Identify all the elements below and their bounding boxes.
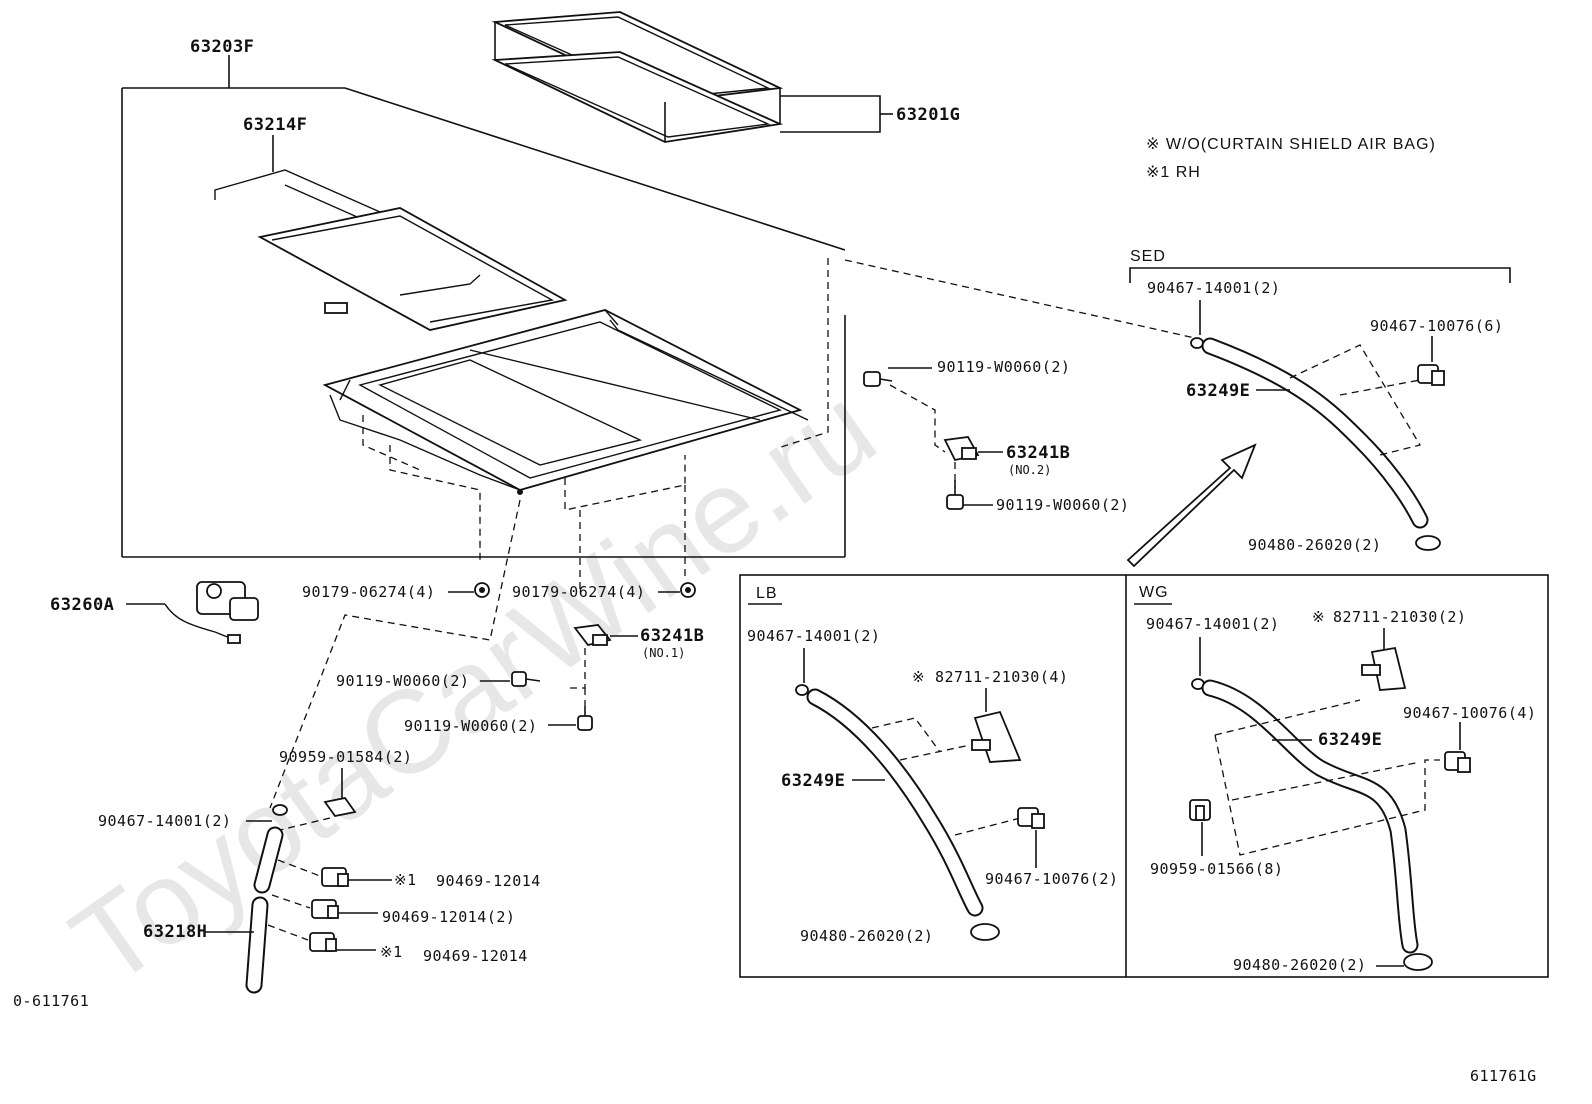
- clip-90959-01584: [323, 797, 357, 817]
- label-wg-90959-01566: 90959-01566(8): [1150, 860, 1283, 878]
- guide-sed: [1289, 344, 1422, 456]
- bolt-90119-d: [577, 706, 593, 731]
- sed-bracket: [1129, 267, 1511, 283]
- hose-clip-guides: [267, 859, 321, 941]
- grommet-sed-90480: [1415, 535, 1441, 551]
- sunroof-frame: [322, 309, 809, 495]
- label-90179-b: 90179-06274(4): [512, 583, 645, 601]
- label-63260A: 63260A: [50, 595, 114, 615]
- drain-hose-63218H: [245, 826, 284, 994]
- leader-63201G: [780, 95, 893, 133]
- label-90469-b: 90469-12014(2): [382, 908, 515, 926]
- guide-sed-b: [1339, 379, 1421, 396]
- label-90119-b: 90119-W0060(2): [996, 496, 1129, 514]
- note-rh: ※1 RH: [1146, 164, 1201, 181]
- label-lb-90467-14001: 90467-14001(2): [747, 627, 880, 645]
- mark-90469-c: ※1: [380, 943, 403, 961]
- clamp-90467-14001-left: [272, 804, 288, 816]
- clamp-lb-90467-14001: [795, 684, 809, 696]
- label-wg-82711: 82711-21030(2): [1333, 608, 1466, 626]
- clip-90469-c: [309, 932, 337, 952]
- drain-hose-lb-63249E: [806, 688, 984, 917]
- clip-90469-b: [311, 899, 339, 919]
- label-63201G: 63201G: [896, 105, 960, 125]
- label-90119-c: 90119-W0060(2): [336, 672, 469, 690]
- label-90179-a: 90179-06274(4): [302, 583, 435, 601]
- label-63214F: 63214F: [243, 115, 307, 135]
- sunroof-glass-panel: [491, 11, 784, 143]
- grommet-lb-90480: [970, 923, 1000, 941]
- mark-lb-82711: ※: [912, 668, 925, 686]
- guide-lb-a: [871, 717, 941, 753]
- label-90469-c: 90469-12014: [423, 947, 528, 965]
- bolt-90119-c: [511, 671, 541, 687]
- guide-lb-c: [954, 817, 1021, 836]
- sunshade-panel: [214, 169, 568, 331]
- guide-no2: [889, 384, 946, 453]
- bolt-90119-b: [946, 480, 964, 510]
- label-lb-90480: 90480-26020(2): [800, 927, 933, 945]
- label-no1: (NO.1): [642, 646, 685, 660]
- drain-hose-sed-63249E: [1201, 337, 1429, 529]
- section-sed: SED: [1130, 248, 1166, 265]
- clip-90469-a: [321, 867, 349, 887]
- nut-90179-b: [680, 582, 696, 598]
- label-90119-d: 90119-W0060(2): [404, 717, 537, 735]
- label-wg-63249E: 63249E: [1318, 730, 1382, 750]
- clip-lb-82711: [971, 710, 1022, 763]
- label-sed-63249E: 63249E: [1186, 381, 1250, 401]
- guide-90959: [279, 817, 331, 831]
- ref-code: 0-611761: [13, 992, 89, 1010]
- label-no2: (NO.2): [1008, 463, 1051, 477]
- lb-wg-box: [739, 574, 1549, 978]
- clip-wg-82711: [1361, 646, 1407, 691]
- label-63241B-no1: 63241B: [640, 626, 704, 646]
- clip-lb-90467-10076: [1017, 807, 1045, 829]
- section-wg: WG: [1139, 584, 1169, 601]
- label-lb-63249E: 63249E: [781, 771, 845, 791]
- nut-90179-a: [474, 582, 490, 598]
- label-lb-82711: 82711-21030(4): [935, 668, 1068, 686]
- note-curtain-airbag: ※ W/O(CURTAIN SHIELD AIR BAG): [1146, 136, 1436, 153]
- label-90119-a: 90119-W0060(2): [937, 358, 1070, 376]
- mark-wg-82711: ※: [1312, 608, 1325, 626]
- drain-hose-wg-63249E: [1201, 679, 1419, 954]
- label-63241B-no2: 63241B: [1006, 443, 1070, 463]
- bracket-63241B-no2: [943, 436, 980, 462]
- arrow-to-sed: [1126, 443, 1257, 568]
- label-sed-90467-10076: 90467-10076(6): [1370, 317, 1503, 335]
- label-wg-90467-14001: 90467-14001(2): [1146, 615, 1279, 633]
- bolt-90119-a: [863, 371, 893, 387]
- guide-wg-a: [1214, 699, 1361, 736]
- sunroof-housing-box: [121, 55, 846, 558]
- clip-wg-90467-10076: [1444, 751, 1471, 773]
- label-wg-90467-10076: 90467-10076(4): [1403, 704, 1536, 722]
- clamp-sed-90467-14001: [1190, 337, 1204, 349]
- guide-lb-b: [899, 744, 971, 761]
- label-wg-90480: 90480-26020(2): [1233, 956, 1366, 974]
- clip-wg-90959-01566: [1189, 799, 1211, 821]
- guide-wg-c: [1231, 761, 1421, 801]
- label-63203F: 63203F: [190, 37, 254, 57]
- label-90467-14001-left: 90467-14001(2): [98, 812, 231, 830]
- label-lb-90467-10076: 90467-10076(2): [985, 870, 1118, 888]
- clip-sed-90467-10076: [1417, 364, 1445, 386]
- mark-90469-a: ※1: [394, 871, 417, 889]
- frame-dashed-guides: [269, 258, 1196, 809]
- grommet-wg-90480: [1403, 953, 1433, 971]
- label-90959-01584: 90959-01584(2): [279, 748, 412, 766]
- bracket-63241B-no1: [573, 624, 612, 647]
- sunroof-motor: [164, 581, 259, 644]
- diagram-id: 611761G: [1470, 1067, 1537, 1085]
- section-lb: LB: [756, 585, 778, 602]
- label-sed-90480: 90480-26020(2): [1248, 536, 1381, 554]
- label-90469-a: 90469-12014: [436, 872, 541, 890]
- guide-wg-b: [1214, 734, 1440, 856]
- label-63218H: 63218H: [143, 922, 207, 942]
- label-sed-90467-14001: 90467-14001(2): [1147, 279, 1280, 297]
